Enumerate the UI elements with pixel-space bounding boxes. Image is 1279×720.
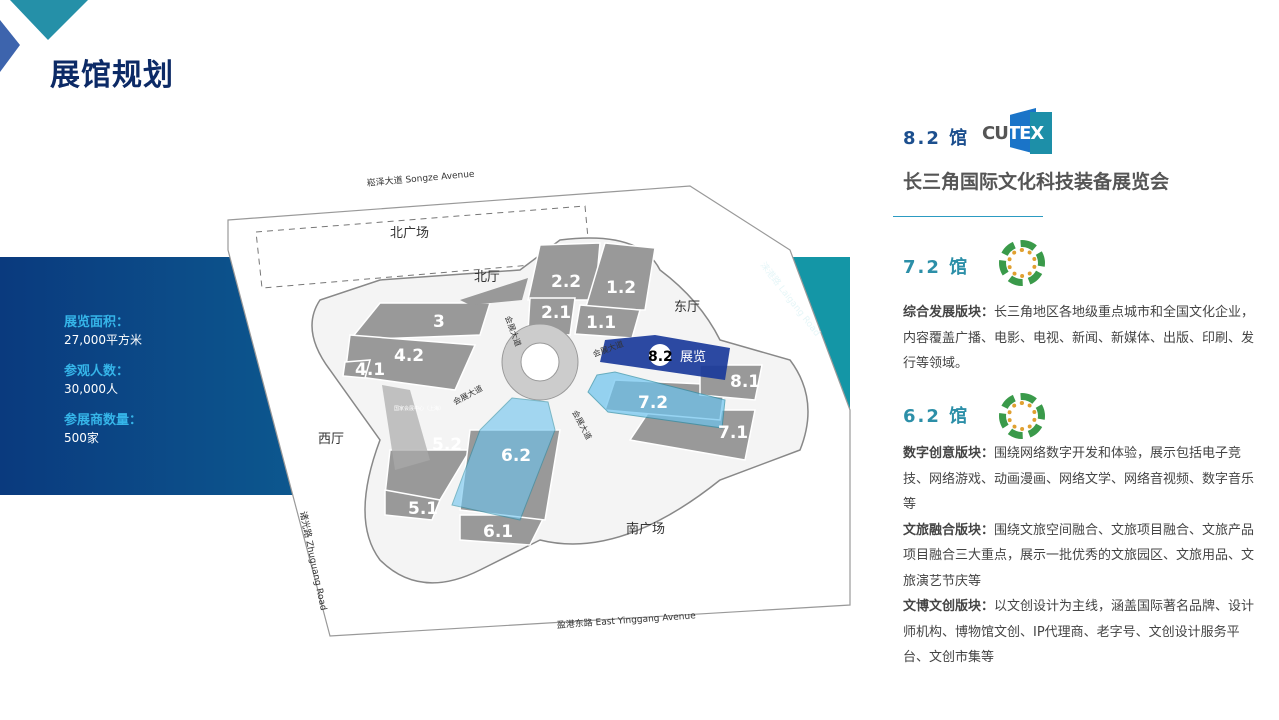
hall-6-2-highlight xyxy=(451,397,556,521)
stat-visitors-value: 30,000人 xyxy=(64,382,118,396)
block-title: 文博文创版块： xyxy=(903,599,995,614)
east-hall-label: 东厅 xyxy=(674,300,700,315)
corner-decoration xyxy=(0,0,88,72)
block-title: 文旅融合版块： xyxy=(903,522,995,538)
hall-label-7-1: 7.1 xyxy=(718,423,748,443)
hall-label-4-1: 4.1 xyxy=(355,360,385,380)
hall-7-2-highlight xyxy=(587,371,726,429)
hall-label-1-1: 1.1 xyxy=(586,313,616,333)
stat-area-value: 27,000平方米 xyxy=(64,333,142,347)
hall-label-8-2: 8.2 xyxy=(648,349,673,365)
cutex-logo: CUTEX xyxy=(982,108,1054,156)
venue-map: 2.2 1.2 2.1 1.1 3 4.1 4.2 5.1 5.2 6.1 6.… xyxy=(227,168,851,637)
page-title: 展馆规划 xyxy=(50,58,174,93)
hall-label-5-1: 5.1 xyxy=(408,499,438,519)
hall-8-2-tag: 展览 xyxy=(680,349,706,365)
west-hall-label: 西厅 xyxy=(318,432,344,447)
hall-label-1-2: 1.2 xyxy=(606,278,636,298)
hall-5-1 xyxy=(384,489,442,521)
north-plaza-label: 北广场 xyxy=(390,226,429,241)
hall-6-2-title: 6.2 馆 xyxy=(903,406,970,427)
hall-label-5-2: 5.2 xyxy=(432,435,462,455)
yrdicie-logo-2 xyxy=(999,393,1045,439)
hall-label-2-2: 2.2 xyxy=(551,272,581,292)
yrdicie-logo xyxy=(999,240,1045,286)
hall-label-4-2: 4.2 xyxy=(394,346,424,366)
hall-7-2-title: 7.2 馆 xyxy=(903,257,970,278)
block-title: 数字创意版块： xyxy=(903,446,995,461)
hall-4-1 xyxy=(342,359,372,379)
hall-label-6-2: 6.2 xyxy=(501,446,531,466)
block-title: 综合发展版块： xyxy=(903,305,995,320)
divider xyxy=(893,216,1043,217)
stat-area-label: 展览面积： xyxy=(64,315,130,330)
road-north: 崧泽大道 Songze Avenue xyxy=(366,168,475,189)
hall-label-8-1: 8.1 xyxy=(730,372,760,392)
hall-3 xyxy=(348,302,492,341)
hall-label-2-1: 2.1 xyxy=(541,303,571,323)
center-label: 国家会展中心（上海） xyxy=(394,405,444,412)
south-plaza-label: 南广场 xyxy=(626,521,665,537)
hall-7-2-desc: 综合发展版块：长三角地区各地级重点城市和全国文化企业，内容覆盖广播、电影、电视、… xyxy=(903,305,1255,371)
stat-exhibitors-label: 参展商数量： xyxy=(64,413,143,428)
hall-label-7-2: 7.2 xyxy=(638,393,668,413)
hall-label-6-1: 6.1 xyxy=(483,522,513,542)
north-hall-label: 北厅 xyxy=(474,270,500,285)
stat-exhibitors-value: 500家 xyxy=(64,431,99,445)
hall-6-2-desc: 数字创意版块：围绕网络数字开发和体验，展示包括电子竞技、网络游戏、动画漫画、网络… xyxy=(903,446,1255,665)
hall-label-3: 3 xyxy=(433,312,445,332)
hall-8-2-title: 8.2 馆 xyxy=(903,128,970,149)
hall-1-2 xyxy=(583,242,656,311)
stat-visitors-label: 参观人数： xyxy=(64,364,130,379)
cutex-name: 长三角国际文化科技装备展览会 xyxy=(903,171,1170,193)
